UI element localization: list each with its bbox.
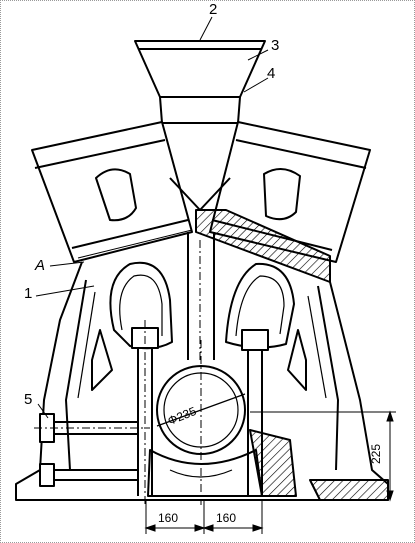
- dimension-height: 225: [369, 443, 383, 464]
- callout-1: 1: [24, 285, 33, 302]
- callout-3: 3: [271, 37, 280, 54]
- callout-2: 2: [209, 1, 218, 18]
- section-hatch-right-foot: [309, 479, 389, 501]
- intake-funnel: [134, 40, 266, 124]
- section-hatch-bearing: [249, 429, 297, 497]
- callout-4: 4: [267, 65, 276, 82]
- left-stud: [131, 320, 159, 505]
- dimension-half-right: 160: [216, 511, 237, 525]
- left-cylinder: [31, 121, 193, 263]
- tie-bolt: [34, 413, 150, 487]
- callout-5: 5: [24, 391, 33, 408]
- bearing-cap: [147, 449, 263, 497]
- right-stud: [241, 329, 269, 496]
- callout-A: A: [35, 257, 46, 274]
- center-web: [169, 177, 231, 211]
- dimension-half-left: 160: [158, 511, 179, 525]
- crankcase-body: [15, 256, 389, 501]
